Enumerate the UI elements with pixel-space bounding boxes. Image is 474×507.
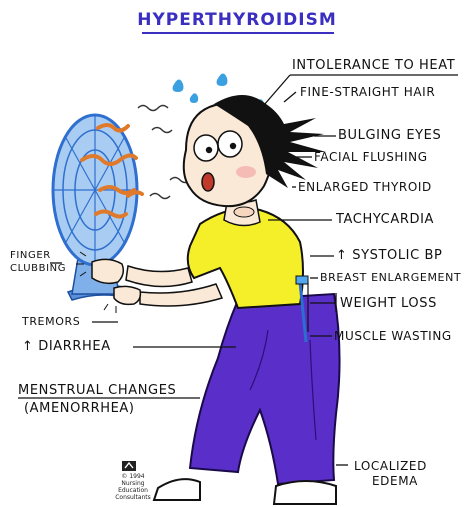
- label-tachycardia: TACHYCARDIA: [336, 213, 434, 226]
- copyright-line-3: Consultants: [113, 495, 153, 502]
- label-diarrhea: ↑ DIARRHEA: [22, 340, 111, 353]
- left-arm: [126, 266, 192, 287]
- label-clubbing: CLUBBING: [10, 264, 66, 274]
- label-systolic-bp: ↑ SYSTOLIC BP: [336, 249, 443, 262]
- label-fine-straight-hair: FINE-STRAIGHT HAIR: [300, 86, 435, 98]
- left-shoe: [154, 479, 200, 500]
- publisher-logo-icon: [122, 461, 136, 471]
- label-localized: LOCALIZED: [354, 460, 427, 472]
- copyright-block: © 1994 Nursing Education Consultants: [113, 474, 153, 502]
- right-shoe: [274, 481, 336, 504]
- pants: [190, 294, 340, 484]
- cheek-flush: [236, 166, 256, 178]
- thyroid-bulge: [234, 207, 254, 217]
- label-bulging-eyes: BULGING EYES: [338, 129, 441, 142]
- label-menstrual-changes: MENSTRUAL CHANGES: [18, 384, 176, 397]
- label-facial-flushing: FACIAL FLUSHING: [314, 151, 428, 163]
- label-tremors: TREMORS: [22, 316, 80, 327]
- mouth: [202, 173, 214, 191]
- label-breast-enlargement: BREAST ENLARGEMENT: [320, 272, 461, 283]
- label-amenorrhea: (AMENORRHEA): [24, 402, 135, 415]
- label-edema: EDEMA: [372, 475, 418, 487]
- label-weight-loss: WEIGHT LOSS: [340, 297, 437, 310]
- label-enlarged-thyroid: ENLARGED THYROID: [298, 181, 432, 193]
- heat-waves: [138, 106, 190, 199]
- right-arm: [140, 284, 222, 306]
- label-finger: FINGER: [10, 251, 51, 261]
- label-muscle-wasting: MUSCLE WASTING: [334, 330, 452, 342]
- label-intolerance-to-heat: INTOLERANCE TO HEAT: [292, 59, 455, 72]
